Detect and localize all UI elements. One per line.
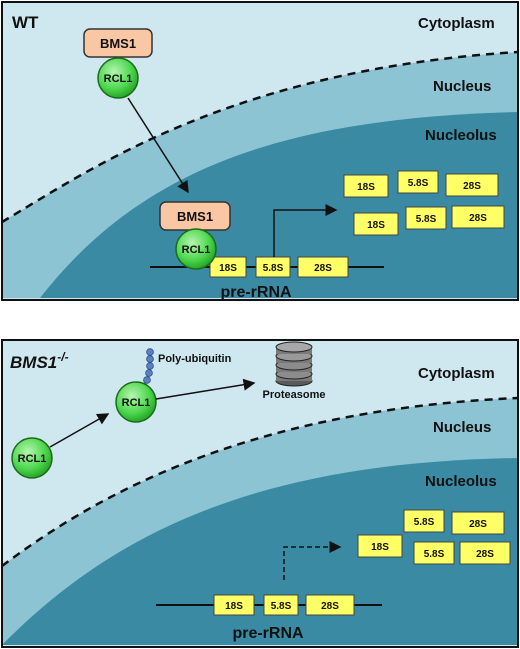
cytoplasm-label-ko: Cytoplasm [418,365,495,382]
ubiquitin-bead [145,369,153,377]
rcl1-ub-label: RCL1 [122,397,151,409]
gene-58s-label-ko: 5.8S [271,601,292,612]
mature-rrna-products-ko: 5.8S 28S 18S 5.8S 28S [357,509,511,565]
rcl1-ub-circle [115,381,157,423]
panel-title-ko-main: BMS1 [10,353,57,372]
product-58s-a-ko [403,509,445,533]
product-18s-b-label: 18S [367,220,385,231]
pre-rrna-label-ko: pre-rRNA [232,625,304,642]
product-28s-a-label-ko: 28S [469,519,487,530]
gene-18s-label: 18S [219,263,237,274]
gene-28s-label-ko: 28S [321,601,339,612]
panel-border-ko [1,339,519,648]
product-28s-b-ko [459,541,511,565]
nucleolus-label-ko: Nucleolus [425,473,497,490]
product-28s-b-label: 28S [469,213,487,224]
panel-title-ko-sup: -/- [57,350,68,364]
nuclear-envelope-dashed-ko [1,396,519,568]
gene-58s-box [255,256,291,278]
gene-28s-box [297,256,349,278]
product-28s-a-ko [451,511,505,535]
rcl1-label: RCL1 [104,73,133,85]
nuclear-envelope-dashed [1,50,519,224]
ubiquitin-bead [146,362,154,370]
panel-border [1,1,519,301]
panel-bms1-ko: BMS1-/- Cytoplasm Nucleus Nucleolus RCL1… [1,339,519,648]
ubiquitin-bead [146,355,154,363]
nucleus-label: Nucleus [433,78,491,95]
gene-18s-box [209,256,247,278]
nucleolus-region [40,112,518,298]
product-28s-a [445,173,499,197]
rcl1-circle [97,57,139,99]
cytoplasm-label: Cytoplasm [418,15,495,32]
rcl1-free-circle [11,437,53,479]
poly-ubiquitin-chain [143,348,154,384]
panel-title-ko: BMS1-/- [10,350,69,372]
gene-58s-box-ko [263,594,299,616]
mature-rrna-products: 18S 5.8S 28S 18S 5.8S 28S [343,170,505,236]
gene-58s-label: 5.8S [263,263,284,274]
product-58s-a-label: 5.8S [408,178,429,189]
rcl1-bound-label: RCL1 [182,244,211,256]
product-18s-a-label: 18S [357,182,375,193]
panel-title-wt: WT [12,13,39,32]
bms1-box [83,28,153,58]
product-58s-b [405,206,447,230]
rcl1-bound-circle [175,228,217,270]
gene-28s-label: 28S [314,263,332,274]
poly-ubiquitin-label: Poly-ubiquitin [158,353,232,365]
product-18s-label-ko: 18S [371,542,389,553]
gene-28s-box-ko [305,594,355,616]
ubiquitination-arrow [49,413,110,448]
product-58s-b-ko [413,541,455,565]
product-18s-a [343,174,389,198]
proteasome-ring-top [275,341,313,353]
gene-18s-box-ko [213,594,255,616]
nucleolus-label: Nucleolus [425,127,497,144]
panel-wt: WT Cytoplasm Nucleus Nucleolus BMS1 RCL1… [1,1,519,301]
product-28s-a-label: 28S [463,181,481,192]
product-28s-b [451,205,505,229]
nucleolus-region-ko [2,458,518,645]
pre-rrna-label: pre-rRNA [220,284,292,301]
gene-18s-label-ko: 18S [225,601,243,612]
degradation-arrow [155,378,256,400]
ubiquitin-bead [143,376,151,384]
reduced-transcription-arrow [283,541,342,580]
ubiquitin-bead [146,348,154,356]
import-arrow [127,97,189,194]
bms1-bound-label: BMS1 [177,209,213,224]
proteasome-icon [275,341,313,387]
product-18s-b [353,212,399,236]
product-58s-b-label: 5.8S [416,214,437,225]
product-58s-a [397,170,439,194]
proteasome-label: Proteasome [263,389,326,401]
nucleus-label-ko: Nucleus [433,419,491,436]
product-58s-b-label-ko: 5.8S [424,549,445,560]
bms1-label: BMS1 [100,36,136,51]
product-18s-ko [357,534,403,558]
rcl1-free-label: RCL1 [18,453,47,465]
product-28s-b-label-ko: 28S [476,549,494,560]
transcription-arrow [273,204,338,257]
product-58s-a-label-ko: 5.8S [414,517,435,528]
bms1-rcl1-complex-cytoplasm: BMS1 RCL1 [83,28,153,99]
